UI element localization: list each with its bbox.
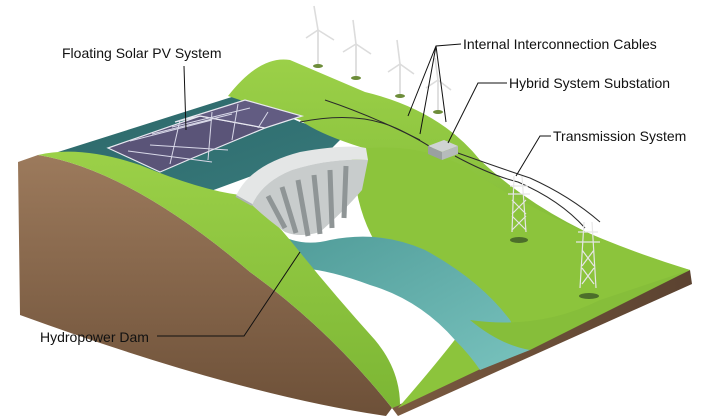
transmission-tower-icon xyxy=(508,175,530,243)
transmission-label: Transmission System xyxy=(553,128,687,144)
soil-cross-section-front xyxy=(18,155,392,416)
wind-turbine-icon xyxy=(342,19,372,80)
interconnection-cable-2 xyxy=(324,99,421,141)
dam-label: Hydropower Dam xyxy=(40,329,149,345)
floating-solar-array xyxy=(106,99,305,173)
substation-label: Hybrid System Substation xyxy=(509,75,671,91)
river xyxy=(275,232,530,370)
floating-solar-label: Floating Solar PV System xyxy=(62,45,222,61)
right-hill xyxy=(350,147,690,408)
leader-lines xyxy=(157,43,551,337)
hydropower-dam xyxy=(235,146,368,237)
transmission-tower-icon xyxy=(576,221,600,299)
front-hill xyxy=(38,151,400,408)
transmission-line xyxy=(454,151,601,229)
interconnection-cables-label: Internal Interconnection Cables xyxy=(463,36,657,52)
wind-turbine-icon xyxy=(387,39,415,98)
right-hill-edge xyxy=(470,270,690,350)
wind-turbine-icon xyxy=(305,5,335,68)
wind-turbine-icon xyxy=(425,57,452,114)
substation-icon xyxy=(428,140,458,160)
